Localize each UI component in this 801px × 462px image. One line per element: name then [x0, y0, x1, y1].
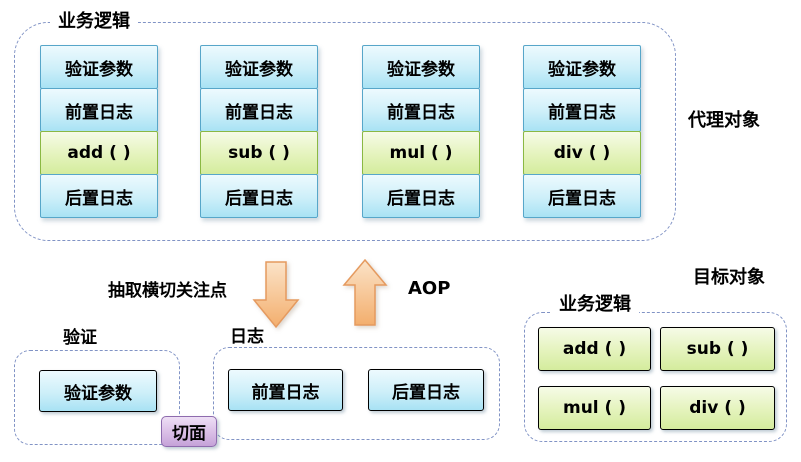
- proxy-cell: 后置日志: [523, 174, 641, 218]
- proxy-column-mul: 验证参数 前置日志 mul ( ) 后置日志: [362, 45, 480, 218]
- target-method-add: add ( ): [538, 327, 651, 371]
- target-object-label: 目标对象: [693, 267, 765, 288]
- proxy-cell: 后置日志: [362, 174, 480, 218]
- proxy-cell: 前置日志: [200, 88, 318, 132]
- proxy-cell: 后置日志: [200, 174, 318, 218]
- proxy-column-div: 验证参数 前置日志 div ( ) 后置日志: [523, 45, 641, 218]
- proxy-cell: 验证参数: [523, 45, 641, 89]
- aspect-badge: 切面: [161, 416, 217, 447]
- target-method-sub: sub ( ): [660, 327, 775, 371]
- proxy-cell-method: sub ( ): [200, 131, 318, 175]
- proxy-cell: 验证参数: [362, 45, 480, 89]
- proxy-object-label: 代理对象: [688, 110, 760, 131]
- proxy-cell-method: div ( ): [523, 131, 641, 175]
- proxy-group-title: 业务逻辑: [50, 12, 138, 31]
- validation-params-box: 验证参数: [39, 370, 157, 412]
- proxy-cell-method: mul ( ): [362, 131, 480, 175]
- target-object-container: [524, 312, 787, 442]
- target-method-mul: mul ( ): [538, 386, 651, 430]
- target-group-title: 业务逻辑: [551, 295, 639, 314]
- proxy-column-add: 验证参数 前置日志 add ( ) 后置日志: [40, 45, 158, 218]
- up-arrow-icon: [342, 259, 388, 326]
- proxy-cell: 前置日志: [523, 88, 641, 132]
- logging-group-title: 日志: [222, 328, 272, 347]
- validation-aspect-container: [14, 350, 180, 445]
- proxy-object-container: [14, 22, 676, 241]
- proxy-cell: 验证参数: [200, 45, 318, 89]
- target-method-div: div ( ): [660, 386, 775, 430]
- post-log-box: 后置日志: [368, 369, 484, 411]
- logging-aspect-container: [213, 347, 500, 440]
- proxy-cell: 后置日志: [40, 174, 158, 218]
- aop-label: AOP: [408, 278, 451, 299]
- proxy-cell: 前置日志: [40, 88, 158, 132]
- proxy-cell-method: add ( ): [40, 131, 158, 175]
- proxy-cell: 前置日志: [362, 88, 480, 132]
- down-arrow-icon: [252, 261, 300, 329]
- proxy-cell: 验证参数: [40, 45, 158, 89]
- extract-crosscut-label: 抽取横切关注点: [108, 281, 227, 301]
- pre-log-box: 前置日志: [228, 369, 343, 411]
- proxy-column-sub: 验证参数 前置日志 sub ( ) 后置日志: [200, 45, 318, 218]
- validation-group-title: 验证: [55, 329, 105, 348]
